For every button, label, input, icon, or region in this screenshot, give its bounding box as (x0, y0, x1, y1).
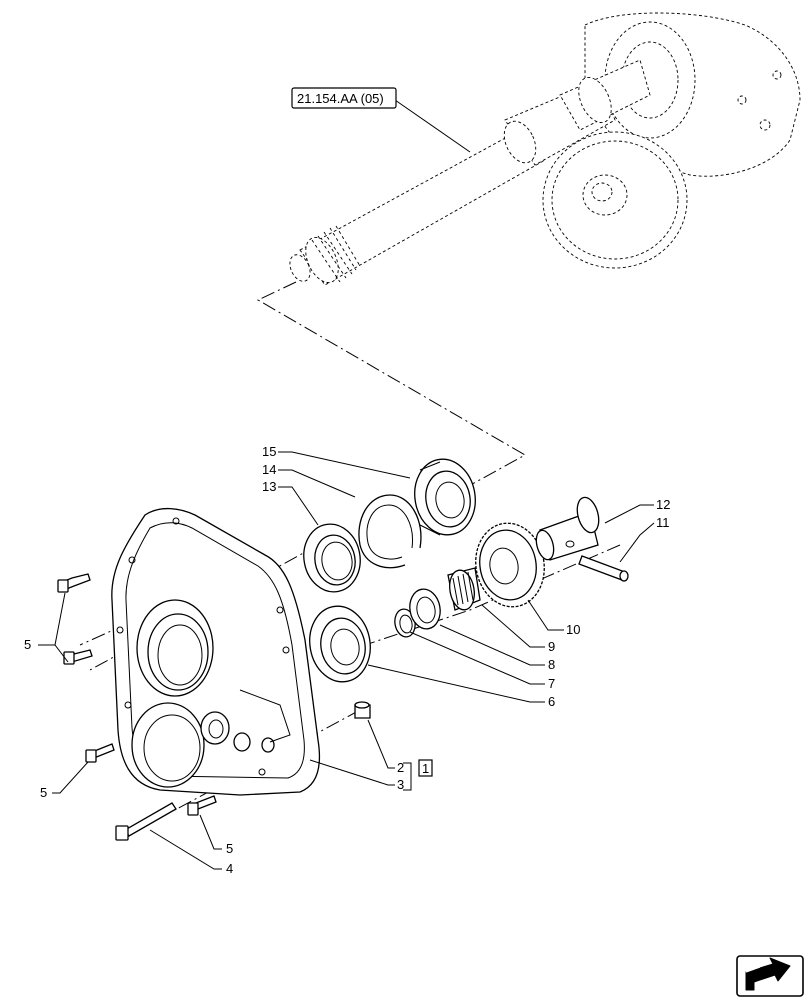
callout-5-lower-left: 5 (40, 785, 47, 800)
callout-1: 1 (422, 761, 429, 776)
idler-gear (475, 522, 545, 608)
reference-label[interactable]: 21.154.AA (05) (297, 91, 384, 106)
needle-bearing (447, 567, 481, 611)
callout-9: 9 (548, 639, 555, 654)
callout-13: 13 (262, 479, 276, 494)
callout-labels: 15 14 13 12 11 10 9 8 7 6 2 3 1 5 5 5 4 (24, 444, 670, 876)
bolt-lower-left (85, 743, 115, 763)
callout-1-box (418, 759, 433, 777)
leader-lines (38, 451, 655, 870)
cover-housing (111, 507, 321, 796)
phantom-input-shaft (289, 59, 651, 286)
ball-bearing-lower (309, 605, 371, 683)
callout-3: 3 (397, 777, 404, 792)
long-bolt (115, 802, 177, 841)
callout-6: 6 (548, 694, 555, 709)
callout-5-lower-right: 5 (226, 841, 233, 856)
reference-link[interactable]: 21.154.AA (05) (291, 87, 397, 109)
thrust-washer (409, 588, 441, 630)
snap-ring (358, 494, 422, 569)
callout-12: 12 (656, 497, 670, 512)
callout-8: 8 (548, 657, 555, 672)
ball-bearing-upper (414, 458, 476, 536)
assembly-centerline (256, 281, 527, 513)
bolt-upper-1 (57, 573, 91, 593)
roll-pin (578, 555, 629, 582)
callout-7: 7 (548, 676, 555, 691)
callout-4: 4 (226, 861, 233, 876)
reference-leader (394, 99, 471, 153)
dowel-pin (354, 701, 371, 719)
bolt-upper-2 (63, 649, 93, 665)
callout-10: 10 (566, 622, 580, 637)
callout-5-upper: 5 (24, 637, 31, 652)
bolt-lower-right (187, 795, 217, 816)
phantom-gearbox-assembly (542, 12, 801, 269)
next-page-arrow-icon[interactable] (736, 955, 804, 997)
callout-14: 14 (262, 462, 276, 477)
callout-2: 2 (397, 760, 404, 775)
idler-shaft (535, 496, 600, 561)
callout-15: 15 (262, 444, 276, 459)
oil-seal (303, 523, 361, 593)
callout-11: 11 (656, 515, 670, 530)
